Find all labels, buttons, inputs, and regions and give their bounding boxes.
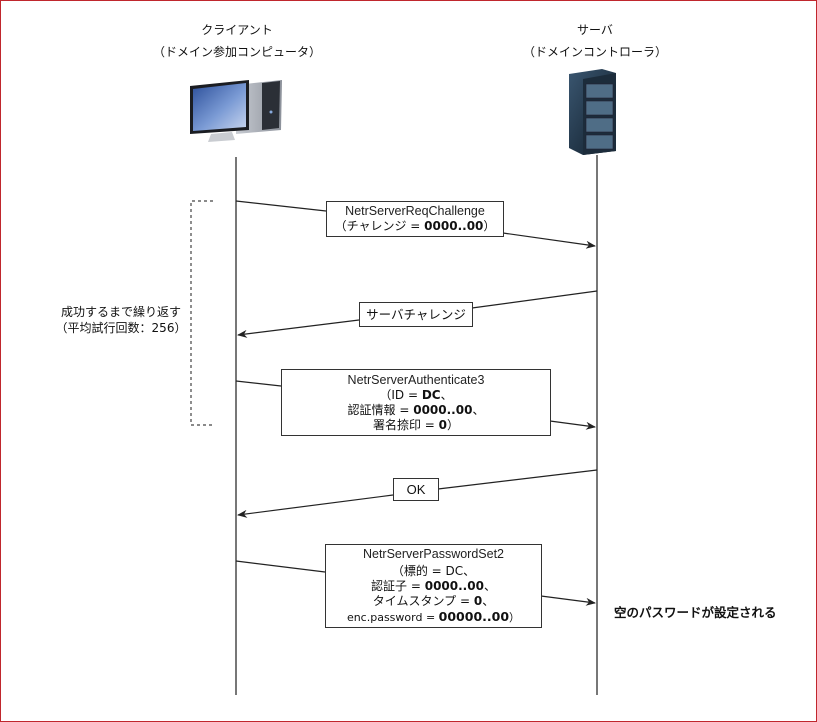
message-box-password-set2: NetrServerPasswordSet2 （標的 = DC、 認証子 = 0…: [325, 544, 542, 628]
message-arrow-password-set2: [235, 560, 596, 606]
server-header: サーバ （ドメインコントローラ）: [500, 22, 690, 60]
message-param-line: （チャレンジ = 0000..00）: [334, 219, 496, 233]
server-name: サーバ: [577, 23, 613, 37]
server-role: （ドメインコントローラ）: [522, 45, 667, 59]
client-name: クライアント: [201, 23, 273, 37]
message-box-server-challenge: サーバチャレンジ: [359, 302, 473, 327]
message-param-line: enc.password = 00000..00）: [346, 609, 521, 624]
message-arrow-server-challenge: [237, 290, 598, 338]
message-title: OK: [406, 482, 426, 497]
message-arrow-authenticate3: [235, 380, 596, 430]
message-param-line: タイムスタンプ = 0、: [372, 594, 495, 608]
desktop-computer-icon: [190, 80, 282, 142]
loop-label: 成功するまで繰り返す （平均試行回数：256）: [48, 304, 194, 336]
message-box-ok: OK: [393, 478, 439, 501]
message-title: NetrServerPasswordSet2: [362, 547, 505, 561]
message-title: NetrServerReqChallenge: [345, 204, 485, 218]
client-role: （ドメイン参加コンピュータ）: [152, 45, 321, 59]
loop-label-line2: （平均試行回数：256）: [55, 321, 187, 335]
message-box-req-challenge: NetrServerReqChallenge （チャレンジ = 0000..00…: [326, 201, 504, 237]
message-param-line: （標的 = DC、: [391, 564, 476, 578]
message-box-authenticate3: NetrServerAuthenticate3 （ID = DC、 認証情報 =…: [281, 369, 551, 436]
message-param-line: 認証情報 = 0000..00、: [347, 403, 485, 417]
message-arrow-ok: [237, 469, 598, 518]
message-title: サーバチャレンジ: [366, 307, 466, 322]
message-arrow-req-challenge: [235, 200, 596, 249]
loop-label-line1: 成功するまで繰り返す: [60, 305, 181, 319]
result-annotation: 空のパスワードが設定される: [614, 605, 777, 620]
message-param-line: （ID = DC、: [379, 388, 453, 402]
loop-bracket: [190, 200, 213, 426]
message-param-line: 署名捺印 = 0）: [372, 418, 460, 432]
client-header: クライアント （ドメイン参加コンピュータ）: [137, 22, 337, 60]
server-rack-icon: [569, 69, 616, 155]
message-title: NetrServerAuthenticate3: [347, 373, 485, 387]
message-param-line: 認証子 = 0000..00、: [371, 579, 496, 593]
